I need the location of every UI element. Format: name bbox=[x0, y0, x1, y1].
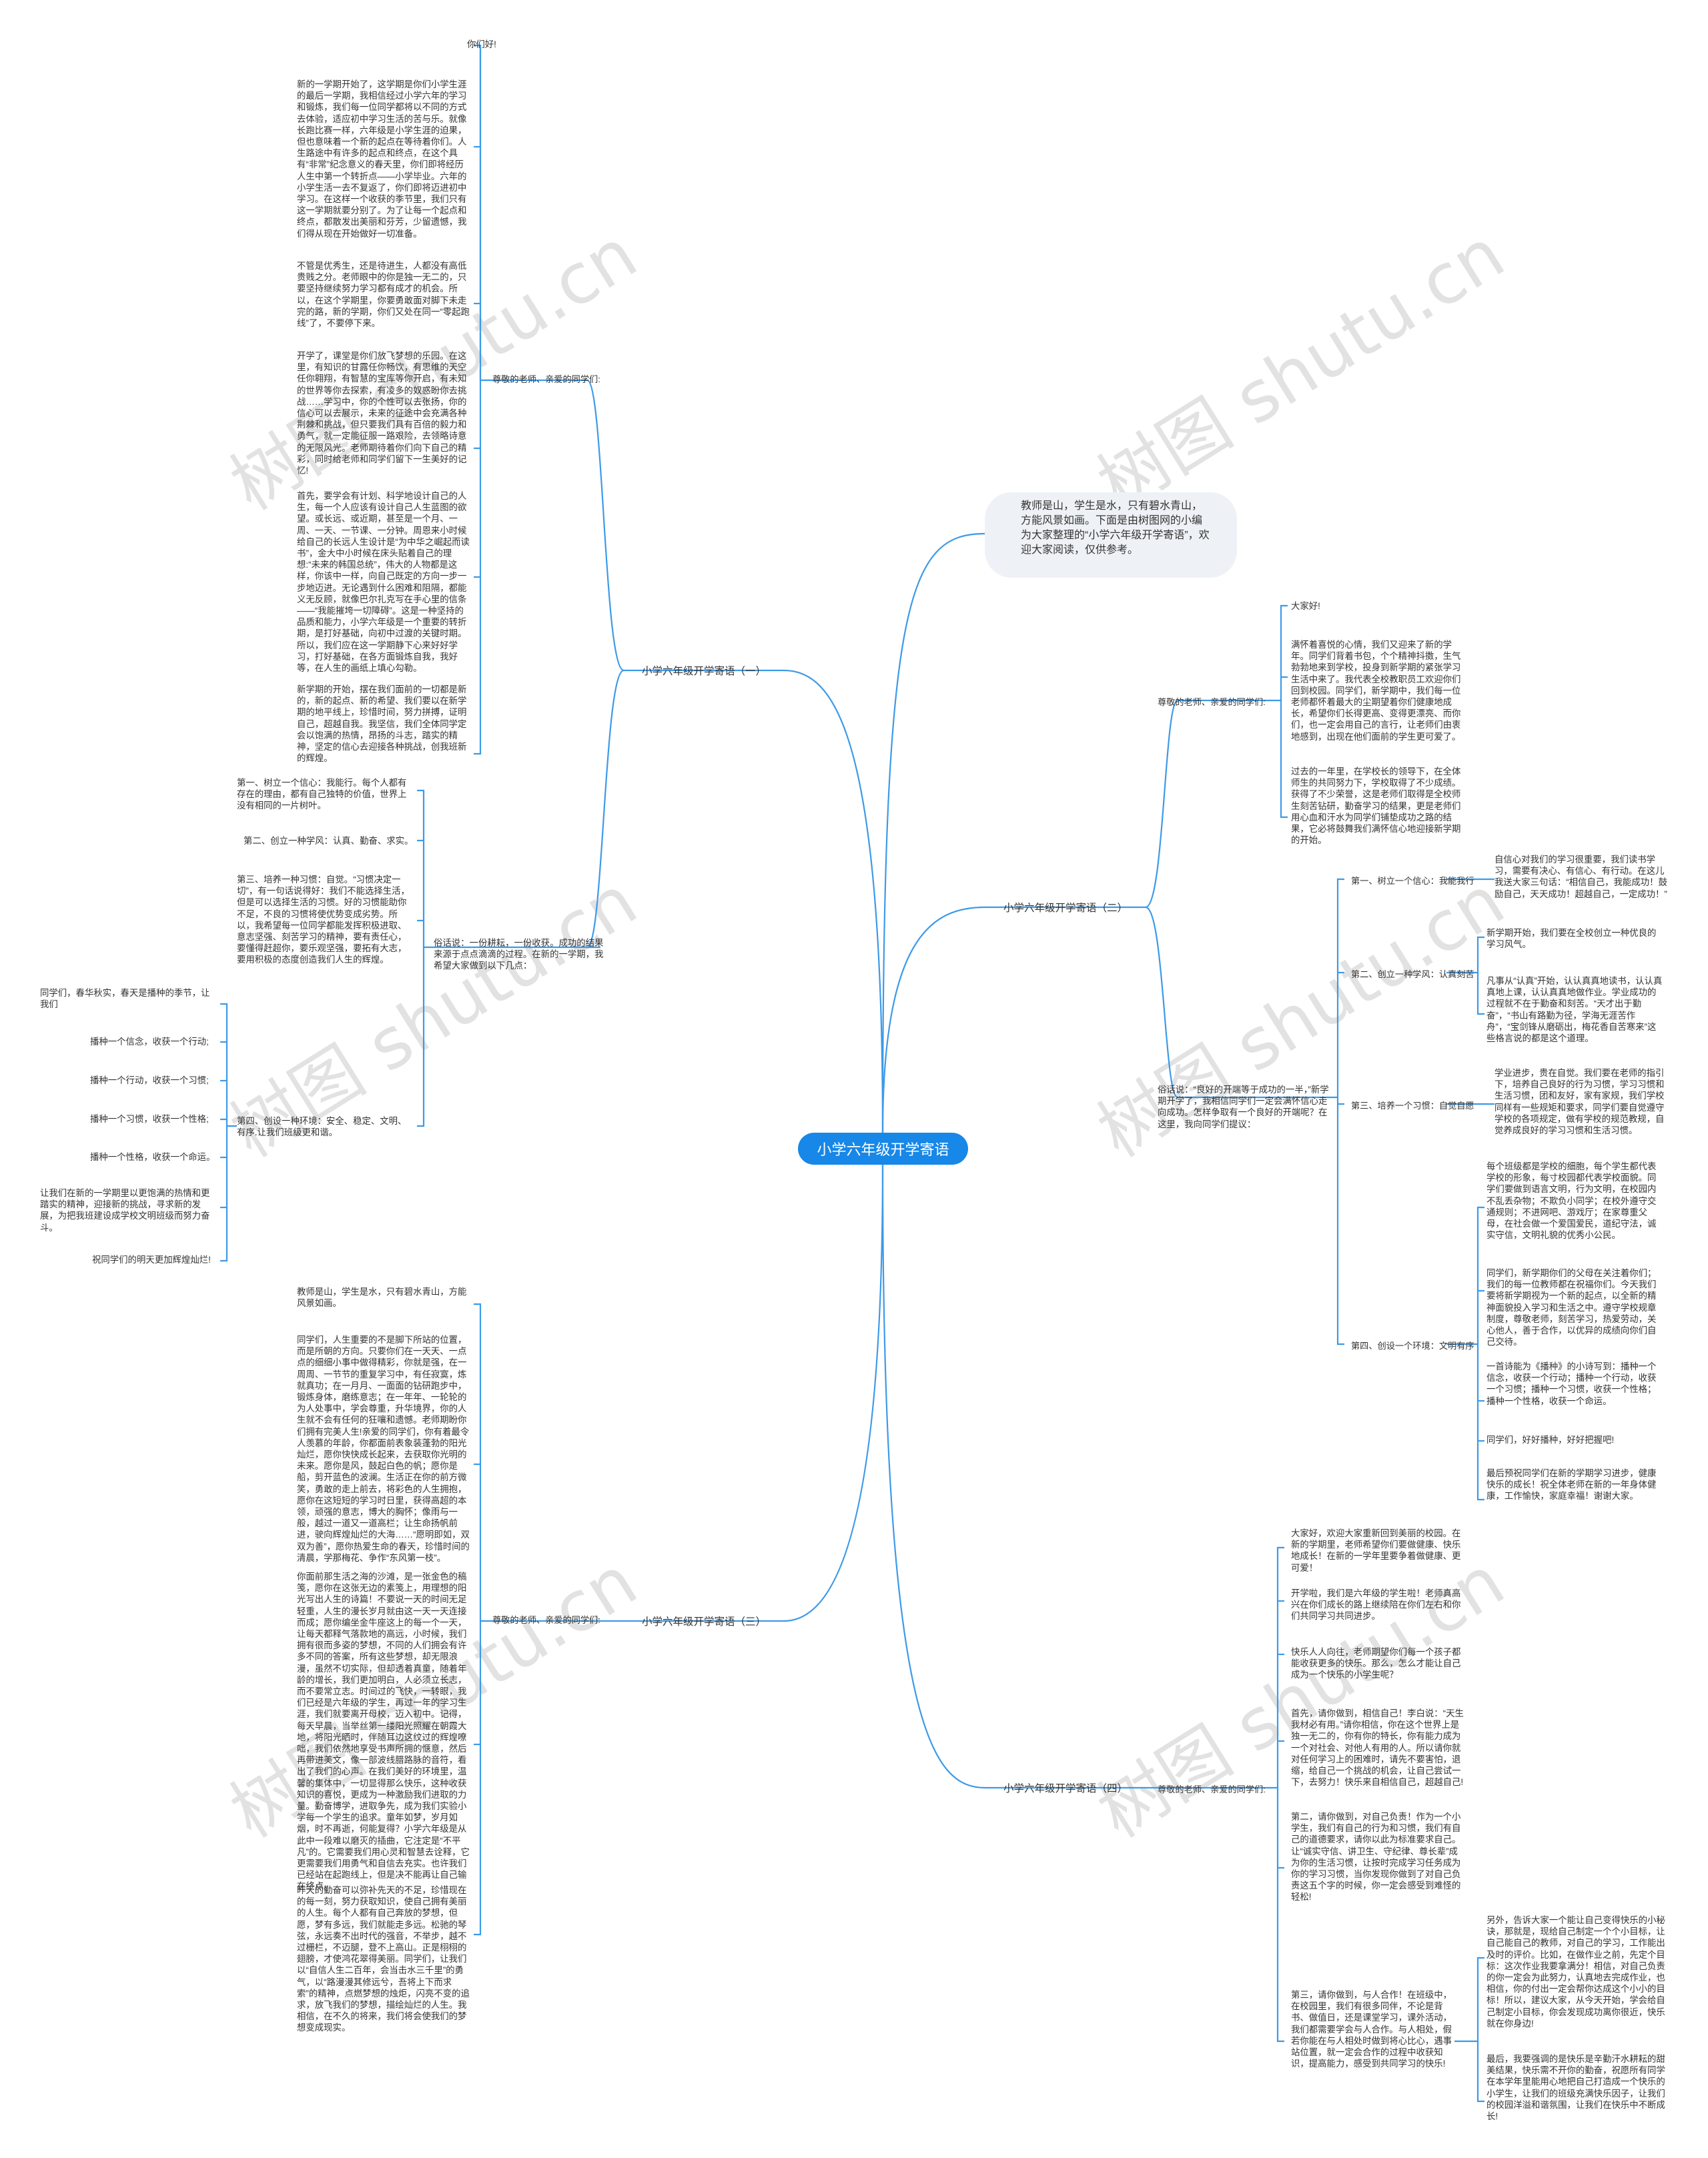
b1b-item[interactable]: 第二、创立一种学风：认真、勤奋、求实。 bbox=[244, 836, 414, 846]
b1b-leaf[interactable]: 同学们，春华秋实，春天是播种的季节，让我们 bbox=[40, 988, 210, 1010]
b3-paragraph[interactable]: 同学们，人生重要的不是脚下所站的位置，而是所朝的方向。只要你们在一天天、一点点的… bbox=[297, 1335, 470, 1563]
b1b-intro[interactable]: 俗话说：一份耕耘，一份收获。成功的结果来源于点点滴滴的过程。在新的一学期，我希望… bbox=[434, 938, 604, 971]
b2-leaf[interactable]: 一首诗能为《播种》的小诗写到：播种一个信念，收获一个行动；播种一个行动，收获一个… bbox=[1486, 1362, 1657, 1406]
b4-paragraph[interactable]: 开学啦，我们是六年级的学生啦！老师真高兴在你们成长的路上继续陪在你们左右和你们共… bbox=[1291, 1588, 1461, 1622]
b1-paragraph[interactable]: 新学期的开始，摆在我们面前的一切都是新的，新的起点、新的希望、我们要以在新学期的… bbox=[297, 684, 467, 764]
b1b-leaf[interactable]: 祝同学们的明天更加辉煌灿烂! bbox=[92, 1255, 211, 1265]
b1-paragraph[interactable]: 首先，要学会有计划、科学地设计自己的人生，每一个人应该有设计自己人生蓝图的欲望。… bbox=[297, 491, 470, 674]
root-node[interactable]: 小学六年级开学寄语 bbox=[798, 1133, 968, 1165]
b1b-leaf[interactable]: 播种一个性格，收获一个命运。 bbox=[90, 1152, 216, 1162]
b1-paragraph[interactable]: 不管是优秀生，还是待进生，人都没有高低贵贱之分。老师眼中的你是独一无二的，只要坚… bbox=[297, 261, 470, 329]
b1-greet[interactable]: 尊敬的老师、亲爱的同学们: bbox=[492, 374, 600, 384]
b2-leaf[interactable]: 自信心对我们的学习很重要，我们读书学习，需要有决心、有信心、有行动。在这儿我送大… bbox=[1494, 855, 1667, 899]
b2-leaf[interactable]: 凡事从“认真”开始，认认真真地读书，认认真真地上课，认认真真地做作业。学业成功的… bbox=[1486, 976, 1663, 1044]
b2-paragraph[interactable]: 过去的一年里，在学校长的领导下，在全体师生的共同努力下，学校取得了不少成绩。获得… bbox=[1291, 766, 1461, 846]
b4-paragraph[interactable]: 第三，请你做到，与人合作！在班级中，在校园里，我们有很多同伴，不论是背书、做值日… bbox=[1291, 1990, 1452, 2069]
b2-item[interactable]: 第二、创立一种学风：认真刻苦 bbox=[1351, 969, 1474, 979]
b2-paragraph[interactable]: 满怀着喜悦的心情，我们又迎来了新的学年。同学们背着书包，个个精神抖擞，生气勃勃地… bbox=[1291, 640, 1461, 742]
b3-paragraph[interactable]: 昨天的勤奋可以弥补先天的不足，珍惜现在的每一刻，努力获取知识，使自己拥有美丽的人… bbox=[297, 1885, 470, 2033]
b4-leaf[interactable]: 另外，告诉大家一个能让自己变得快乐的小秘诀，那就是，现给自己制定一个个小目标，让… bbox=[1486, 1915, 1665, 2029]
b1b-leaf[interactable]: 播种一个习惯，收获一个性格; bbox=[90, 1114, 209, 1124]
b1b-leaf[interactable]: 播种一个信念，收获一个行动; bbox=[90, 1037, 209, 1047]
intro-text: 教师是山，学生是水，只有碧水青山，方能风景如画。下面是由树图网的小编为大家整理的… bbox=[1021, 500, 1210, 556]
intro-node[interactable] bbox=[985, 492, 1237, 578]
branch-4[interactable]: 小学六年级开学寄语（四） bbox=[1003, 1783, 1128, 1794]
b2-leaf[interactable]: 最后预祝同学们在新的学期学习进步，健康快乐的成长！祝全体老师在新的一年身体健康，… bbox=[1486, 1468, 1657, 1502]
b4-greet[interactable]: 尊敬的老师、亲爱的同学们: bbox=[1158, 1784, 1266, 1794]
b1b-item[interactable]: 第一、树立一个信心：我能行。每个人都有存在的理由，都有自己独特的价值，世界上没有… bbox=[237, 778, 407, 811]
b4-paragraph[interactable]: 快乐人人向往，老师期望你们每一个孩子都能收获更多的快乐。那么，怎么才能让自己成为… bbox=[1291, 1647, 1461, 1680]
b2-item[interactable]: 第三、培养一个习惯：自觉自愿 bbox=[1351, 1101, 1474, 1111]
b2-leaf[interactable]: 学业进步，贵在自觉。我们要在老师的指引下，培养自己良好的行为习惯，学习习惯和生活… bbox=[1494, 1068, 1665, 1136]
b2-hello[interactable]: 大家好! bbox=[1291, 601, 1320, 611]
b1b-leaf[interactable]: 播种一个行动，收获一个习惯; bbox=[90, 1075, 209, 1085]
b2-item[interactable]: 第一、树立一个信心：我能我行 bbox=[1351, 876, 1474, 886]
b4-leaf[interactable]: 最后，我要强调的是快乐是辛勤汗水耕耘的甜美结果，快乐需不开你的勤奋，祝愿所有同学… bbox=[1486, 2054, 1665, 2122]
branch-2[interactable]: 小学六年级开学寄语（二） bbox=[1003, 903, 1128, 914]
b2-leaf[interactable]: 新学期开始，我们要在全校创立一种优良的学习风气。 bbox=[1486, 928, 1657, 950]
b3-paragraph[interactable]: 教师是山，学生是水，只有碧水青山，方能风景如画。 bbox=[297, 1287, 467, 1309]
b2-leaf[interactable]: 每个班级都是学校的细胞，每个学生都代表学校的形象，每寸校园都代表学校面貌。同学们… bbox=[1486, 1161, 1657, 1241]
b2-leaf[interactable]: 同学们，好好播种，好好把握吧! bbox=[1486, 1435, 1615, 1445]
b2-greet[interactable]: 尊敬的老师、亲爱的同学们: bbox=[1158, 697, 1266, 707]
b4-paragraph[interactable]: 大家好，欢迎大家重新回到美丽的校园。在新的学期里，老师希望你们要做健康、快乐地成… bbox=[1291, 1528, 1461, 1573]
b2-intro[interactable]: 俗话说：“良好的开端等于成功的一半，”新学期开学了，我相信同学们一定会满怀信心走… bbox=[1158, 1085, 1329, 1129]
b1b-item[interactable]: 第三、培养一种习惯：自觉。“习惯决定一切”，有一句话说得好：我们不能选择生活，但… bbox=[237, 875, 410, 965]
b1b-item[interactable]: 第四、创设一种环境：安全、稳定、文明、有序.让我们班级更和谐。 bbox=[237, 1116, 407, 1138]
b3-paragraph[interactable]: 你面前那生活之海的沙滩，是一张金色的稿笺，愿你在这张无边的素笺上，用理想的阳光写… bbox=[297, 1572, 470, 1892]
b4-paragraph[interactable]: 首先，请你做到，相信自己！李白说：“天生我材必有用。”请你相信，你在这个世界上是… bbox=[1291, 1708, 1464, 1788]
b2-leaf[interactable]: 同学们，新学期你们的父母在关注着你们；我们的每一位教师都在祝福你们。今天我们要将… bbox=[1486, 1268, 1657, 1347]
b4-paragraph[interactable]: 第二，请你做到，对自己负责！作为一个小学生，我们有自己的行为和习惯，我们有自己的… bbox=[1291, 1812, 1461, 1903]
b1-paragraph[interactable]: 新的一学期开始了，这学期是你们小学生涯的最后一学期，我相信经过小学六年的学习和锻… bbox=[297, 79, 467, 239]
b1-paragraph[interactable]: 开学了，课堂是你们放飞梦想的乐园。在这里，有知识的甘露任你畅饮，有思维的天空任你… bbox=[297, 351, 467, 476]
branch-3[interactable]: 小学六年级开学寄语（三） bbox=[641, 1616, 766, 1628]
b1b-leaf[interactable]: 让我们在新的一学期里以更饱满的热情和更踏实的精神，迎接新的挑战，寻求新的发展，为… bbox=[40, 1188, 210, 1233]
b2-item[interactable]: 第四、创设一个环境：文明有序 bbox=[1351, 1341, 1474, 1351]
b3-greet[interactable]: 尊敬的老师、亲爱的同学们: bbox=[492, 1615, 600, 1625]
b1-hello[interactable]: 你们好! bbox=[467, 39, 496, 49]
branch-1[interactable]: 小学六年级开学寄语（一） bbox=[641, 666, 766, 677]
